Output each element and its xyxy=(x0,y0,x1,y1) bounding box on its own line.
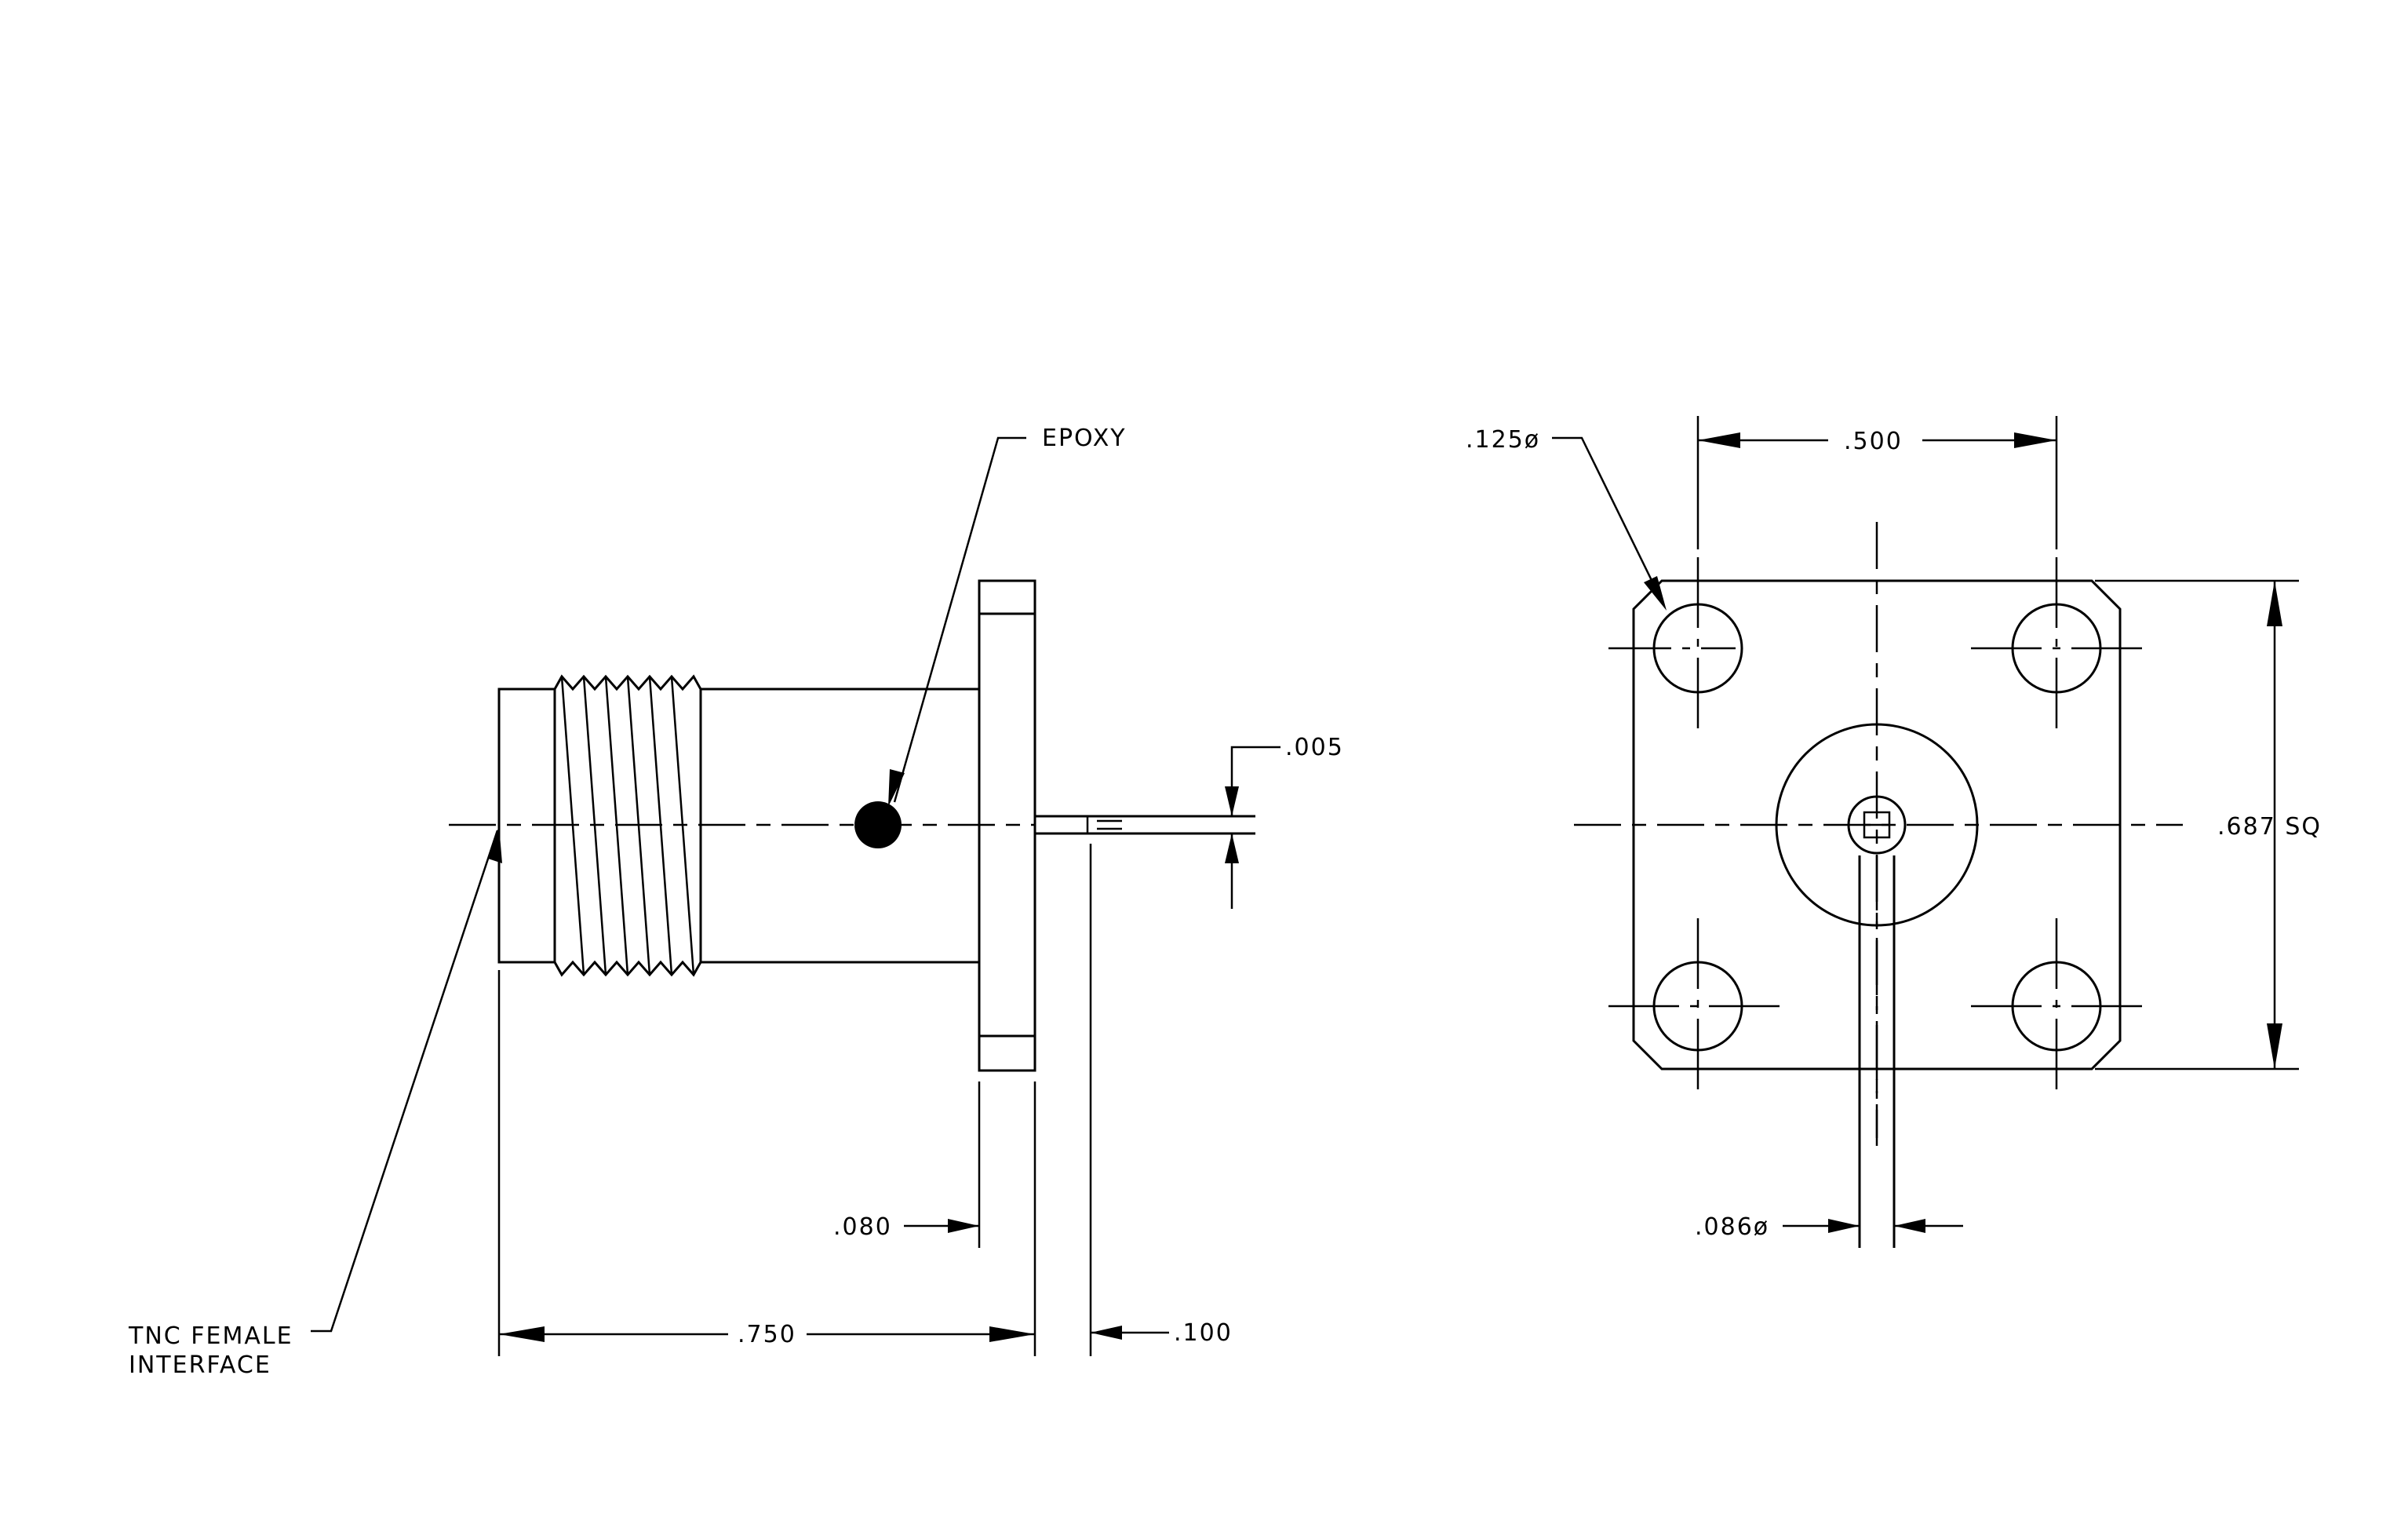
hole-spacing-dimension xyxy=(1696,416,2058,549)
front-view: .125ø .500 .687 SQ .086ø xyxy=(1466,416,2322,1248)
flange-thickness-dimension xyxy=(904,1081,1036,1356)
mounting-hole-bottom-left xyxy=(1608,918,1781,1095)
hole-diameter-leader xyxy=(1552,436,1667,611)
overall-length-label: .750 xyxy=(738,1321,796,1348)
tnc-leader xyxy=(311,826,502,1333)
square-size-label: .687 SQ xyxy=(2217,813,2322,841)
side-view: EPOXY TNC FEMALE INTERFACE .005 .080 xyxy=(128,425,1344,1379)
flange-thickness-label: .080 xyxy=(833,1213,892,1241)
epoxy-dot xyxy=(854,801,902,848)
tnc-label-line2: INTERFACE xyxy=(129,1351,271,1379)
gap-dimension xyxy=(1225,746,1281,909)
hole-spacing-label: .500 xyxy=(1844,428,1903,455)
center-pin-circle xyxy=(1847,795,1907,855)
hole-diameter-label: .125ø xyxy=(1466,426,1540,454)
mounting-hole-top-right xyxy=(1971,557,2145,738)
pin-diameter-dimension xyxy=(1783,1219,1963,1233)
rear-pin xyxy=(1035,815,1255,835)
square-size-dimension xyxy=(2095,579,2299,1071)
pin-diameter-label: .086ø xyxy=(1695,1213,1769,1241)
pin-leg xyxy=(1858,855,1896,1248)
epoxy-label: EPOXY xyxy=(1042,425,1127,452)
threaded-section xyxy=(553,674,702,977)
overall-length-dimension xyxy=(497,970,1035,1356)
mounting-hole-top-left xyxy=(1608,557,1743,738)
tnc-label-line1: TNC FEMALE xyxy=(128,1322,293,1350)
mounting-hole-bottom-right xyxy=(1971,918,2145,1095)
flange-side xyxy=(978,579,1036,1072)
gap-dimension-label: .005 xyxy=(1285,734,1344,761)
pin-extension-dimension xyxy=(1089,844,1169,1356)
epoxy-leader xyxy=(888,436,1026,807)
flange-square xyxy=(1632,579,2122,1071)
connector-body xyxy=(701,688,979,964)
pin-extension-label: .100 xyxy=(1174,1319,1233,1347)
